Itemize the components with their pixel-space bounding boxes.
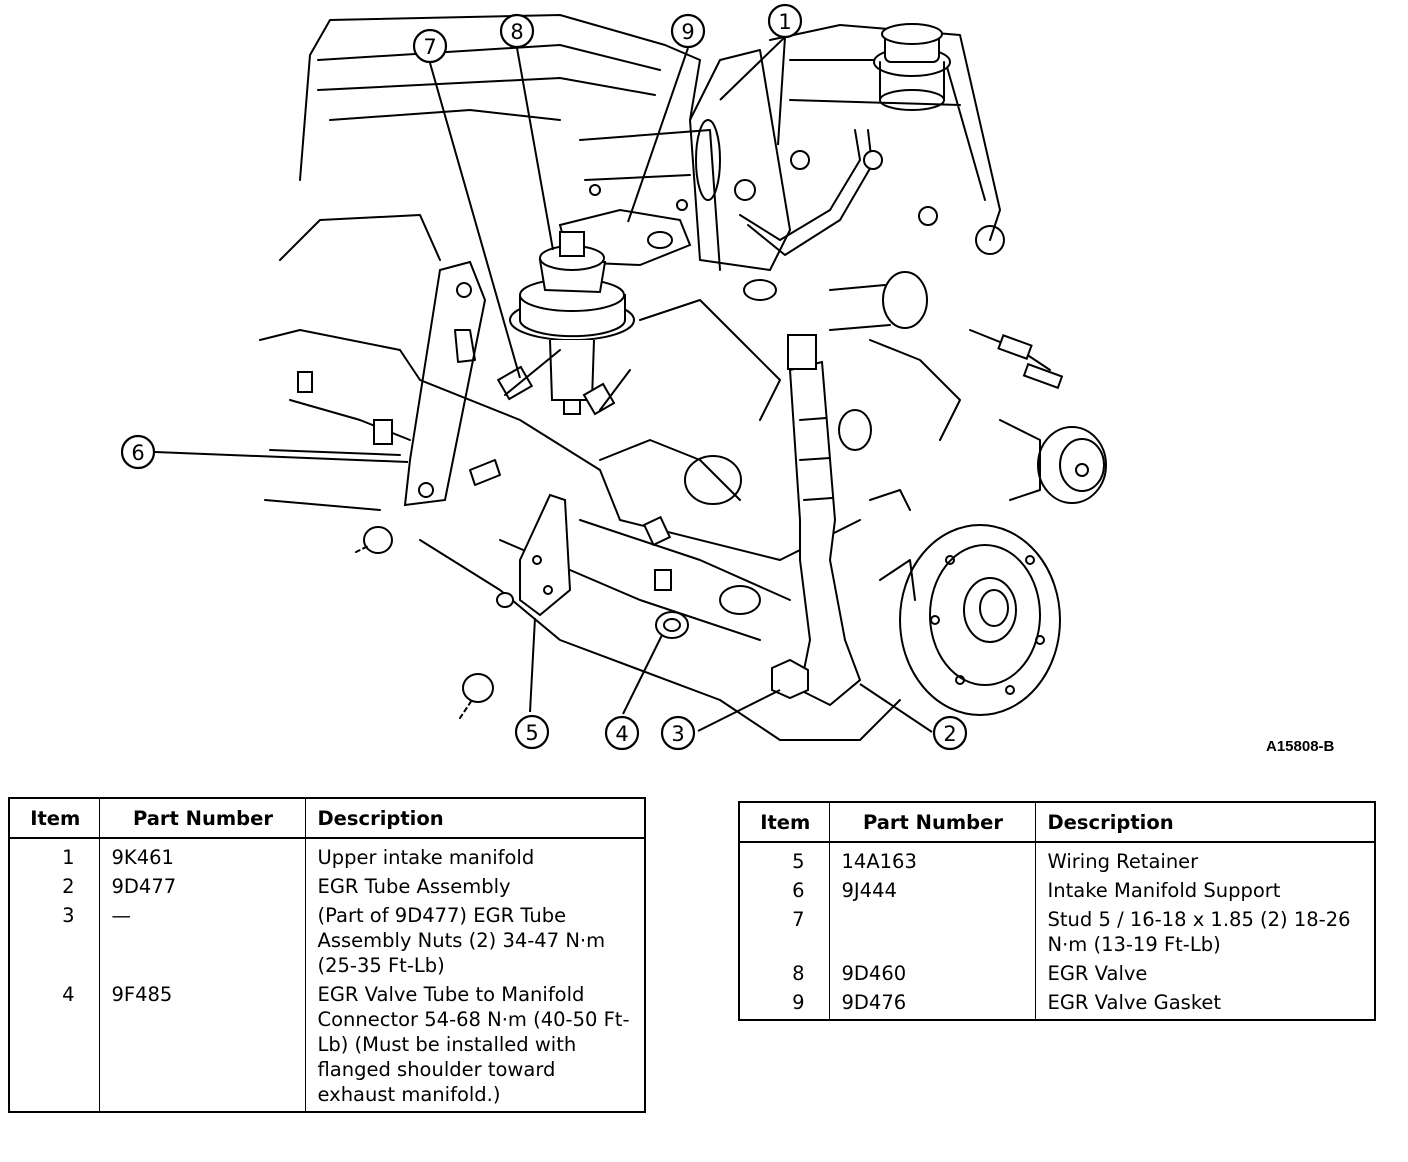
header-description: Description: [1034, 802, 1375, 843]
part-number: 9D460: [828, 961, 1035, 990]
callout-4: 4: [604, 715, 640, 751]
part-description: Intake Manifold Support: [1034, 878, 1375, 907]
callout-9: 9: [670, 13, 706, 49]
header-item: Item: [739, 802, 829, 843]
item-number: 8: [792, 962, 805, 985]
svg-text:8: 8: [510, 20, 523, 44]
header-part-number: Part Number: [98, 798, 305, 839]
svg-text:3: 3: [671, 722, 684, 746]
part-description: Wiring Retainer: [1034, 842, 1375, 878]
part-number: 9D477: [98, 874, 305, 903]
leader-lines: [154, 36, 933, 733]
part-number: —: [98, 903, 305, 982]
part-number: 14A163: [828, 842, 1035, 878]
header-description: Description: [304, 798, 645, 839]
callout-3: 3: [660, 715, 696, 751]
item-number: 7: [792, 908, 805, 931]
header-item: Item: [9, 798, 99, 839]
part-description: Stud 5 / 16-18 x 1.85 (2) 18-26 N·m (13-…: [1034, 907, 1375, 961]
table-row: 3 — (Part of 9D477) EGR Tube Assembly Nu…: [9, 903, 645, 982]
item-number: 9: [792, 991, 805, 1014]
engine-drawing: [259, 14, 1107, 741]
part-number: [828, 907, 1035, 961]
part-description: EGR Valve Tube to Manifold Connector 54-…: [304, 982, 645, 1112]
table-row: 7 Stud 5 / 16-18 x 1.85 (2) 18-26 N·m (1…: [739, 907, 1375, 961]
svg-text:4: 4: [615, 722, 628, 746]
callout-5: 5: [514, 714, 550, 750]
svg-text:9: 9: [681, 20, 694, 44]
table-row: 2 9D477 EGR Tube Assembly: [9, 874, 645, 903]
table-row: 1 9K461 Upper intake manifold: [9, 838, 645, 874]
table-row: 6 9J444 Intake Manifold Support: [739, 878, 1375, 907]
part-number: 9K461: [98, 838, 305, 874]
header-part-number: Part Number: [828, 802, 1035, 843]
table-header-row: Item Part Number Description: [9, 798, 645, 839]
callout-2: 2: [932, 715, 968, 751]
item-number: 1: [62, 846, 75, 869]
svg-text:7: 7: [423, 35, 436, 59]
part-description: Upper intake manifold: [304, 838, 645, 874]
item-number: 6: [792, 879, 805, 902]
figure-id: A15808-B: [1266, 738, 1335, 755]
part-description: (Part of 9D477) EGR Tube Assembly Nuts (…: [304, 903, 645, 982]
parts-table-right: Item Part Number Description 5 14A163 Wi…: [738, 801, 1376, 1021]
callout-1: 1: [767, 3, 803, 39]
table-row: 8 9D460 EGR Valve: [739, 961, 1375, 990]
item-number: 3: [62, 904, 75, 927]
part-number: 9D476: [828, 990, 1035, 1020]
part-number: 9F485: [98, 982, 305, 1112]
item-number: 5: [792, 850, 805, 873]
callout-8: 8: [499, 13, 535, 49]
part-number: 9J444: [828, 878, 1035, 907]
svg-text:2: 2: [943, 722, 956, 746]
svg-text:5: 5: [525, 721, 538, 745]
table-header-row: Item Part Number Description: [739, 802, 1375, 843]
engine-exploded-diagram: 1 2 3 4 5 6 7 8 9: [120, 3, 1107, 751]
svg-text:6: 6: [131, 441, 144, 465]
parts-table-left: Item Part Number Description 1 9K461 Upp…: [8, 797, 646, 1113]
table-row: 4 9F485 EGR Valve Tube to Manifold Conne…: [9, 982, 645, 1112]
item-number: 2: [62, 875, 75, 898]
callout-7: 7: [412, 28, 448, 64]
table-row: 9 9D476 EGR Valve Gasket: [739, 990, 1375, 1020]
part-description: EGR Tube Assembly: [304, 874, 645, 903]
part-description: EGR Valve Gasket: [1034, 990, 1375, 1020]
callout-6: 6: [120, 434, 156, 470]
table-row: 5 14A163 Wiring Retainer: [739, 842, 1375, 878]
svg-text:1: 1: [778, 10, 791, 34]
item-number: 4: [62, 983, 75, 1006]
part-description: EGR Valve: [1034, 961, 1375, 990]
